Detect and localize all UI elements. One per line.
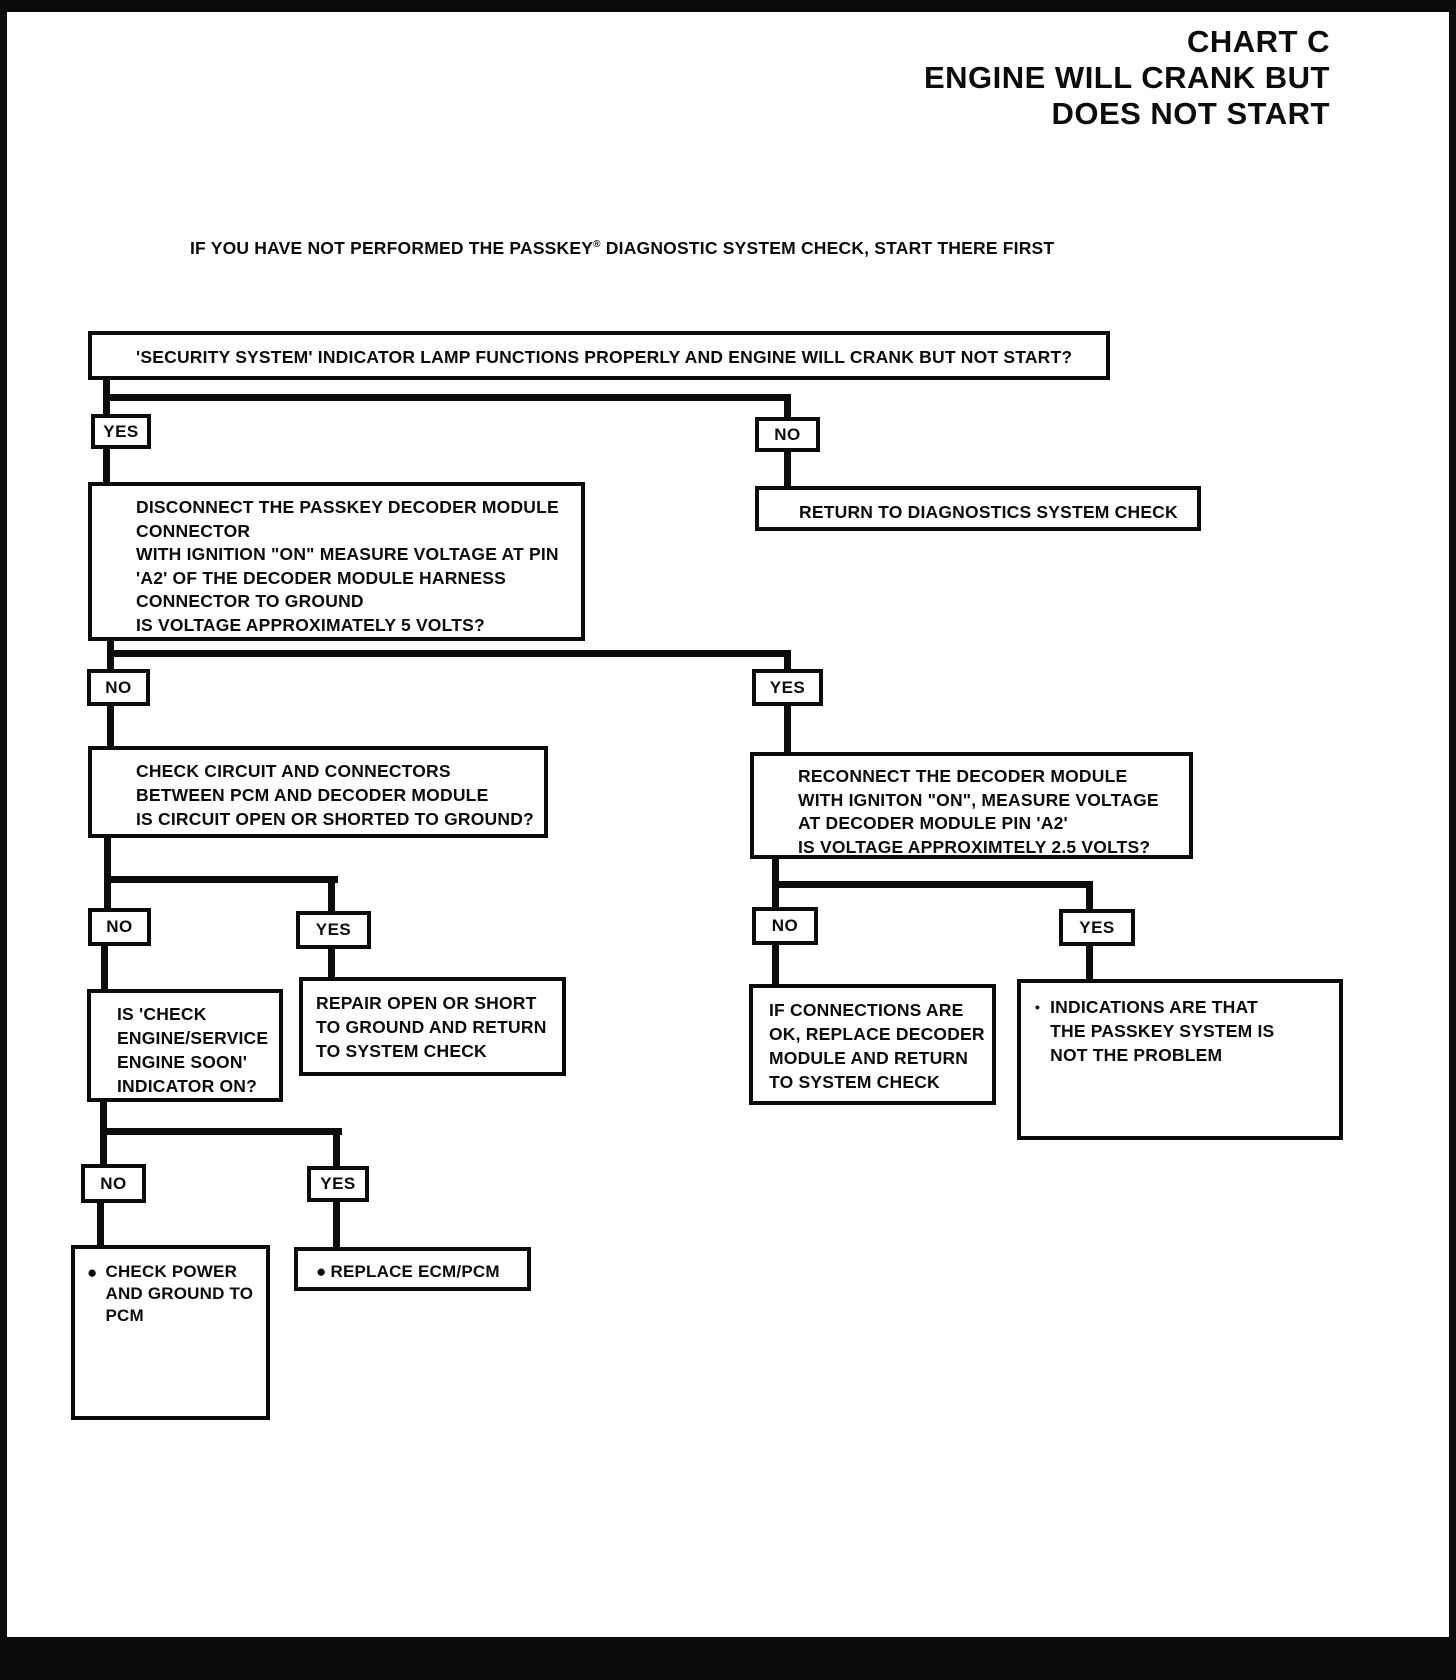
connector-line	[772, 881, 1093, 888]
connector-line	[328, 948, 335, 978]
decision-label-no-2: NO	[87, 669, 150, 706]
decision-label-no-1: NO	[755, 417, 820, 452]
connector-line	[333, 1128, 340, 1166]
connector-line	[107, 650, 791, 657]
connector-line	[1086, 945, 1093, 980]
node-replace-decoder: IF CONNECTIONS ARE OK, REPLACE DECODER M…	[749, 984, 996, 1105]
instruction-post: DIAGNOSTIC SYSTEM CHECK, START THERE FIR…	[600, 238, 1055, 258]
connector-line	[100, 1128, 342, 1135]
decision-label-yes-2: YES	[752, 669, 823, 706]
node-repair-open-short: REPAIR OPEN OR SHORT TO GROUND AND RETUR…	[299, 977, 566, 1076]
connector-line	[107, 705, 114, 747]
bullet-icon: ●	[316, 1262, 327, 1281]
node-return-diagnostics: RETURN TO DIAGNOSTICS SYSTEM CHECK	[755, 486, 1201, 531]
connector-line	[104, 837, 111, 909]
registered-mark-icon: ®	[593, 239, 601, 251]
node-check-power-ground-text: CHECK POWER AND GROUND TO PCM	[105, 1262, 254, 1325]
node-check-engine-indicator: IS 'CHECK ENGINE/SERVICE ENGINE SOON' IN…	[87, 989, 283, 1102]
connector-line	[784, 451, 791, 487]
decision-label-yes-5: YES	[307, 1166, 369, 1202]
page-border-right	[1449, 0, 1456, 1640]
node-disconnect-decoder: DISCONNECT THE PASSKEY DECODER MODULE CO…	[88, 482, 585, 641]
node-reconnect-decoder: RECONNECT THE DECODER MODULE WITH IGNITO…	[750, 752, 1193, 859]
chart-title: CHART C ENGINE WILL CRANK BUT DOES NOT S…	[924, 24, 1330, 132]
chart-title-line1: CHART C	[1187, 24, 1330, 59]
connector-line	[104, 876, 338, 883]
decision-label-yes-3: YES	[296, 911, 371, 949]
bullet-icon: ●	[87, 1263, 98, 1282]
node-security-question: 'SECURITY SYSTEM' INDICATOR LAMP FUNCTIO…	[88, 331, 1110, 380]
instruction-text: IF YOU HAVE NOT PERFORMED THE PASSKEY® D…	[190, 238, 1054, 259]
connector-line	[103, 448, 110, 483]
page-border-bottom	[0, 1637, 1456, 1680]
decision-label-yes-1: YES	[91, 414, 151, 449]
decision-label-no-3: NO	[88, 908, 151, 946]
node-check-circuit: CHECK CIRCUIT AND CONNECTORS BETWEEN PCM…	[88, 746, 548, 838]
connector-line	[772, 944, 779, 985]
decision-label-yes-4: YES	[1059, 909, 1135, 946]
decision-label-no-5: NO	[81, 1164, 146, 1203]
connector-line	[101, 945, 108, 990]
bullet-icon: •	[1035, 999, 1041, 1015]
chart-title-line2: ENGINE WILL CRANK BUT	[923, 60, 1330, 95]
connector-line	[1086, 881, 1093, 910]
node-check-power-ground: ● CHECK POWER AND GROUND TO PCM	[71, 1245, 270, 1420]
connector-line	[97, 1202, 104, 1246]
node-replace-ecm-pcm-text: REPLACE ECM/PCM	[330, 1262, 500, 1281]
connector-line	[784, 394, 791, 418]
chart-title-line3: DOES NOT START	[1051, 96, 1330, 131]
node-passkey-not-problem: • INDICATIONS ARE THAT THE PASSKEY SYSTE…	[1017, 979, 1343, 1140]
decision-label-no-4: NO	[752, 907, 818, 945]
node-replace-ecm-pcm: ● REPLACE ECM/PCM	[294, 1247, 531, 1291]
node-passkey-not-problem-text: INDICATIONS ARE THAT THE PASSKEY SYSTEM …	[1050, 997, 1275, 1065]
connector-line	[784, 650, 791, 671]
connector-line	[103, 394, 791, 401]
connector-line	[784, 705, 791, 753]
connector-line	[328, 876, 335, 912]
page-border-top	[0, 0, 1456, 12]
instruction-pre: IF YOU HAVE NOT PERFORMED THE PASSKEY	[190, 238, 594, 258]
connector-line	[333, 1201, 340, 1248]
page-border-left	[0, 0, 7, 1680]
